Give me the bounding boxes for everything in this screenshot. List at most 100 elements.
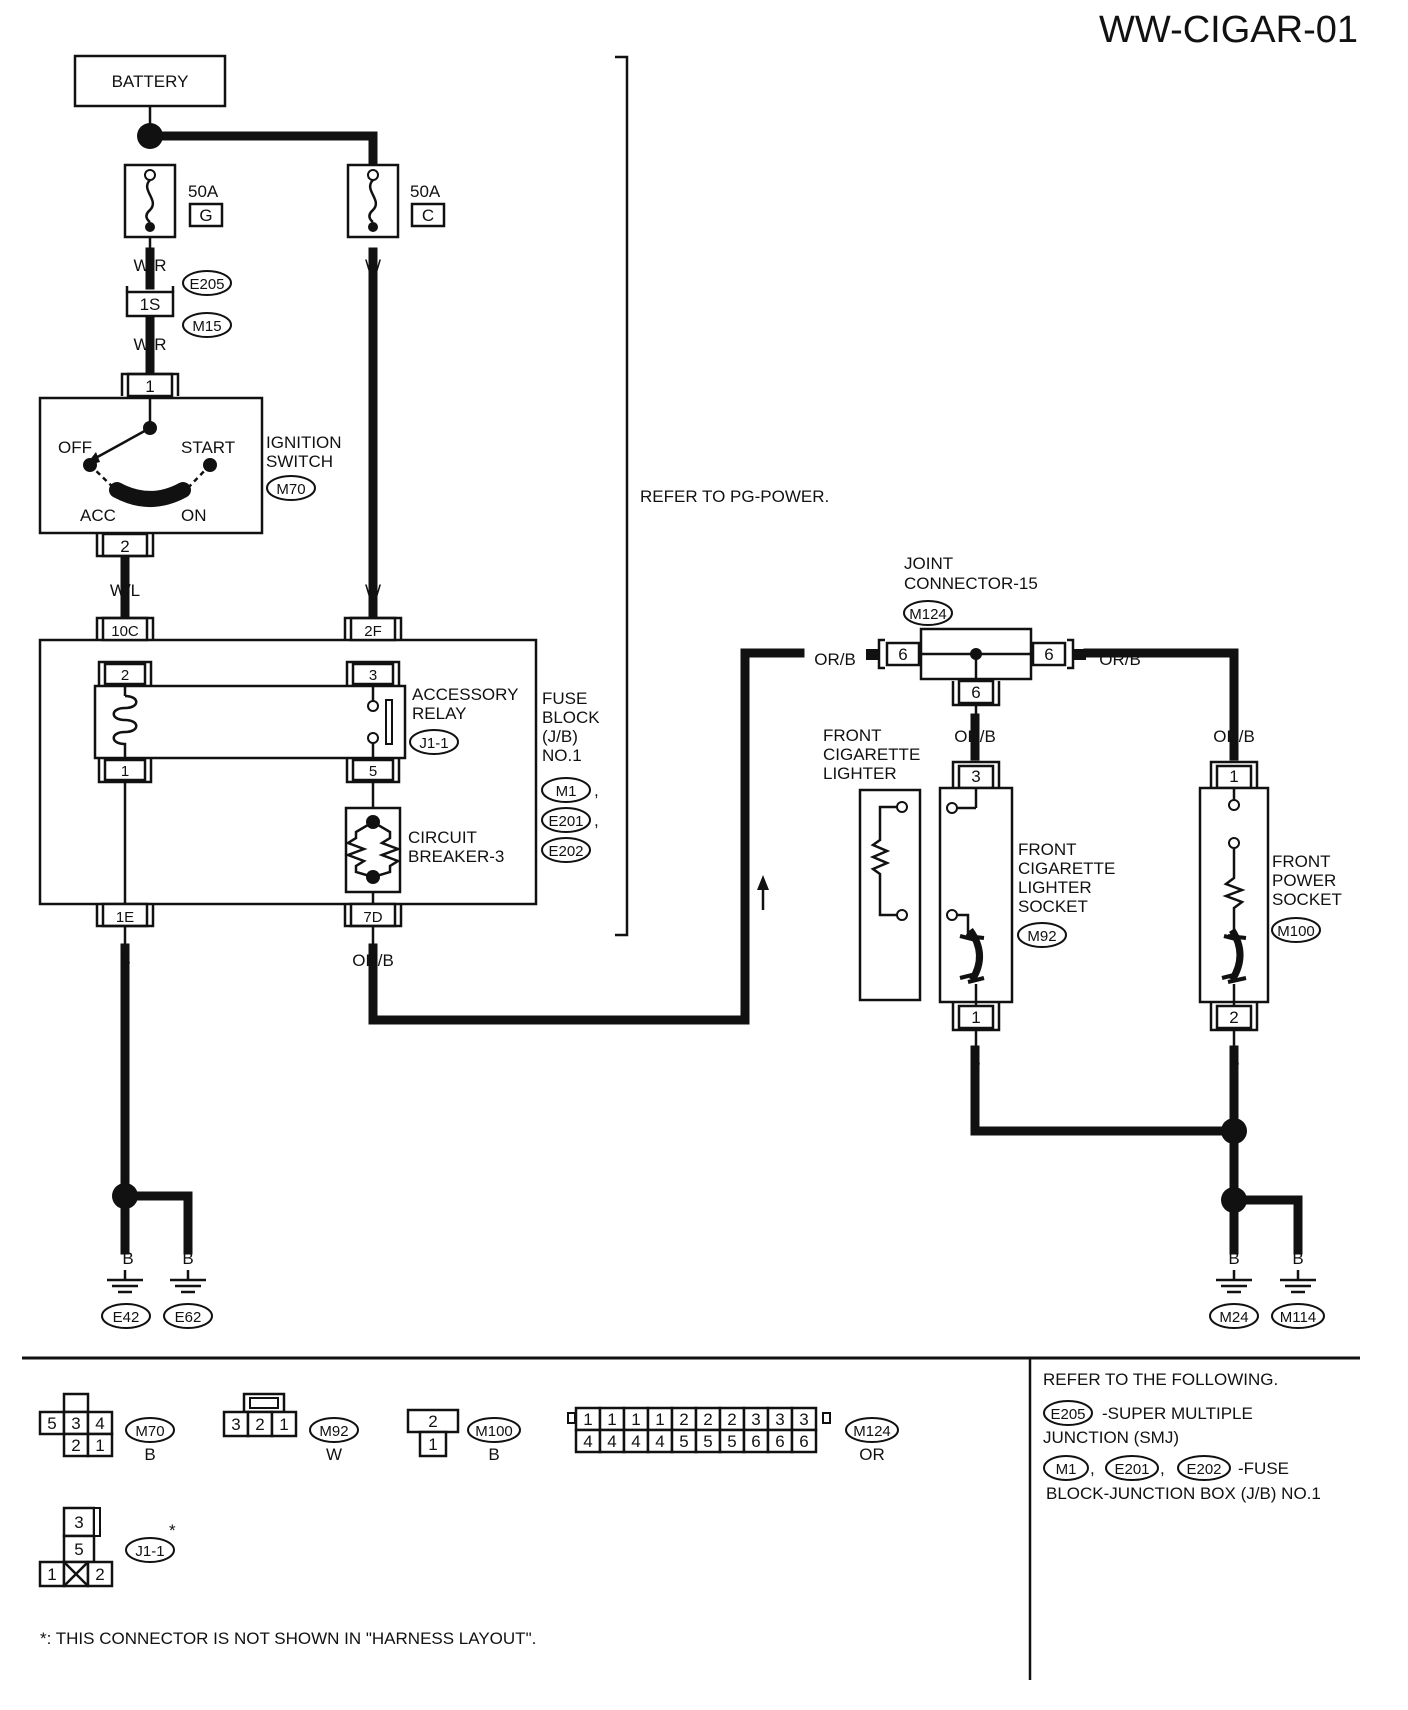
svg-text:CIGARETTE: CIGARETTE: [1018, 859, 1115, 878]
svg-text:OFF: OFF: [58, 438, 92, 457]
svg-text:2: 2: [428, 1412, 437, 1431]
wire-label: B: [1228, 1249, 1239, 1268]
svg-text:4: 4: [607, 1432, 616, 1451]
svg-text:W: W: [326, 1445, 342, 1464]
svg-text:6: 6: [775, 1432, 784, 1451]
orb-to-joint-wire: [368, 648, 805, 1025]
svg-text:,: ,: [1160, 1459, 1165, 1478]
svg-text:*: *: [169, 1521, 176, 1540]
svg-text:BATTERY: BATTERY: [112, 72, 189, 91]
ground-splice-left: [112, 1183, 138, 1209]
ground-m114: M114: [1271, 1270, 1325, 1329]
svg-text:2: 2: [703, 1410, 712, 1429]
svg-text:CONNECTOR-15: CONNECTOR-15: [904, 574, 1038, 593]
svg-text:2: 2: [120, 537, 129, 556]
current-flow-arrow: [757, 875, 769, 910]
battery: BATTERY: [73, 54, 227, 136]
svg-text:,: ,: [594, 781, 599, 800]
wire-label: OR/B: [352, 951, 394, 970]
svg-text:2: 2: [255, 1415, 264, 1434]
svg-text:IGNITION: IGNITION: [266, 433, 342, 452]
svg-text:2: 2: [1229, 1008, 1238, 1027]
svg-text:3: 3: [231, 1415, 240, 1434]
refer-note: REFER TO PG-POWER.: [640, 487, 829, 506]
svg-text:2: 2: [727, 1410, 736, 1429]
ground-e62: E62: [163, 1270, 213, 1329]
svg-text:SWITCH: SWITCH: [266, 452, 333, 471]
svg-text:M92: M92: [319, 1423, 348, 1440]
svg-text:G: G: [199, 206, 212, 225]
wire-label: W: [365, 581, 381, 600]
svg-text:3: 3: [971, 767, 980, 786]
ground-splice-right-lower: [1221, 1187, 1247, 1213]
svg-text:1: 1: [279, 1415, 288, 1434]
svg-text:SOCKET: SOCKET: [1018, 897, 1088, 916]
svg-text:1: 1: [121, 763, 129, 780]
lighter-socket-ground-wire: [970, 1045, 1239, 1136]
circuit-breaker: CIRCUIT BREAKER-3: [344, 806, 504, 904]
svg-text:1: 1: [631, 1410, 640, 1429]
wire-label: W/L: [110, 581, 140, 600]
svg-text:B: B: [488, 1445, 499, 1464]
joint-to-power-socket-wire: [1083, 648, 1239, 761]
svg-text:6: 6: [971, 683, 980, 702]
svg-text:10C: 10C: [111, 623, 139, 640]
svg-text:M70: M70: [135, 1423, 164, 1440]
wire-label: B: [119, 951, 130, 970]
svg-text:E201: E201: [548, 813, 583, 830]
svg-text:C: C: [422, 206, 434, 225]
svg-text:1E: 1E: [116, 909, 134, 926]
front-cigarette-lighter-socket: 3 1 FRONT CIGARETTE LIGHTER SOCKET M92: [938, 760, 1115, 1050]
svg-text:-SUPER MULTIPLE: -SUPER MULTIPLE: [1102, 1404, 1253, 1423]
wires: [120, 131, 1303, 1255]
svg-text:1: 1: [95, 1436, 104, 1455]
battery-to-fuse-c-wire: [145, 131, 378, 177]
m124-top-row: 1 1 1 1 2 2 2 3 3 3: [574, 1406, 818, 1432]
svg-text:6: 6: [751, 1432, 760, 1451]
svg-text:M124: M124: [909, 606, 947, 623]
legend-m92: 3 2 1 M92 W: [222, 1392, 359, 1464]
svg-text:2: 2: [95, 1565, 104, 1584]
svg-text:5: 5: [47, 1414, 56, 1433]
svg-text:1: 1: [971, 1008, 980, 1027]
refer-bracket: REFER TO PG-POWER.: [615, 55, 829, 937]
svg-text:6: 6: [1044, 645, 1053, 664]
svg-text:B: B: [144, 1445, 155, 1464]
svg-text:-FUSE: -FUSE: [1238, 1459, 1289, 1478]
svg-text:1S: 1S: [140, 295, 161, 314]
svg-text:FRONT: FRONT: [1272, 852, 1331, 871]
svg-text:BREAKER-3: BREAKER-3: [408, 847, 504, 866]
ground-m114-wire: [1229, 1195, 1303, 1255]
svg-text:ACCESSORY: ACCESSORY: [412, 685, 518, 704]
svg-text:5: 5: [679, 1432, 688, 1451]
svg-text:,: ,: [594, 811, 599, 830]
wire-label: OR/B: [1213, 727, 1255, 746]
svg-text:5: 5: [727, 1432, 736, 1451]
svg-text:5: 5: [369, 763, 377, 780]
svg-text:4: 4: [655, 1432, 664, 1451]
legend-footnote: *: THIS CONNECTOR IS NOT SHOWN IN "HARNE…: [40, 1629, 536, 1648]
joint-connector: JOINT CONNECTOR-15 M124 6 6 6: [866, 554, 1086, 718]
wire-label: W: [365, 256, 381, 275]
svg-text:M1: M1: [1056, 1461, 1077, 1478]
svg-text:LIGHTER: LIGHTER: [823, 764, 897, 783]
svg-text:50A: 50A: [410, 182, 441, 201]
legend-m100: 2 1 M100 B: [406, 1408, 521, 1464]
svg-text:4: 4: [583, 1432, 592, 1451]
svg-text:2: 2: [679, 1410, 688, 1429]
svg-text:(J/B): (J/B): [542, 727, 578, 746]
svg-text:SOCKET: SOCKET: [1272, 890, 1342, 909]
wire-label: B: [182, 1249, 193, 1268]
svg-text:1: 1: [1229, 767, 1238, 786]
svg-text:3: 3: [775, 1410, 784, 1429]
svg-text:E201: E201: [1114, 1461, 1149, 1478]
svg-text:2: 2: [121, 667, 129, 684]
wire-label: W/R: [133, 335, 166, 354]
svg-text:3: 3: [369, 667, 377, 684]
svg-text:5: 5: [74, 1540, 83, 1559]
legend-m70: 5 3 4 2 1 M70 B: [38, 1392, 175, 1464]
svg-text:3: 3: [751, 1410, 760, 1429]
ground-e62-wire: [120, 1191, 193, 1255]
svg-text:E62: E62: [175, 1309, 202, 1326]
svg-text:4: 4: [95, 1414, 104, 1433]
